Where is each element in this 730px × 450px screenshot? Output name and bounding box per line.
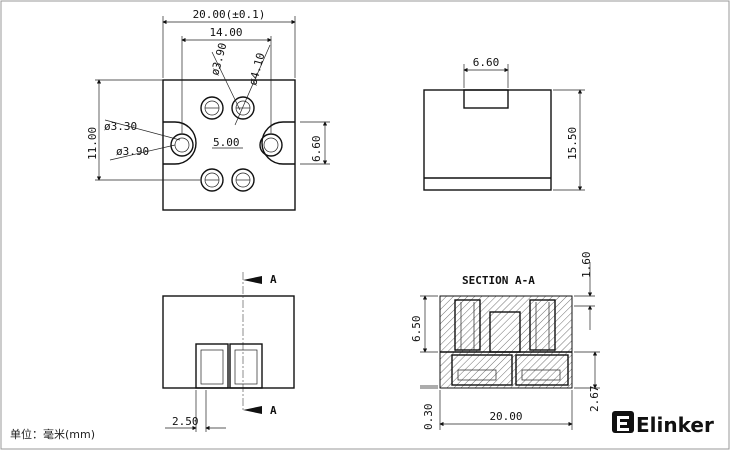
section-cavity-right (529, 299, 556, 351)
dim-screw-dia-b: ø4.10 (246, 51, 267, 86)
dim-side-height: 15.50 (566, 127, 579, 160)
dim-offset: 2.50 (172, 415, 199, 428)
screw-bottom-right (231, 168, 255, 192)
section-title: SECTION A-A (462, 274, 535, 287)
top-view: 20.00(±0.1) 14.00 ø3.90 ø4.10 11.00 ø3.3… (86, 8, 330, 211)
front-view: A A 2.50 (162, 272, 295, 432)
section-view: SECTION A-A 1.60 6.50 0.30 20.00 2.67 (410, 252, 601, 431)
screw-bottom-left (200, 168, 224, 192)
dim-hole-spacing: 14.00 (209, 26, 242, 39)
section-lower-cavity-left (451, 354, 513, 386)
dim-section-width: 20.00 (489, 410, 522, 423)
front-slot-right (229, 343, 263, 389)
unit-label: 单位：毫米(mm) (10, 427, 95, 441)
top-view-outline (162, 79, 296, 211)
screw-top-left (200, 96, 224, 120)
side-slot (463, 89, 509, 109)
front-slot-left (195, 343, 229, 389)
section-marker-bottom: A (270, 404, 277, 417)
left-mount-notch (163, 121, 197, 165)
right-mount-notch (261, 121, 295, 165)
right-mount-hole-inner (263, 137, 279, 153)
dim-mount-hole-inner: ø3.90 (116, 145, 149, 158)
side-view-outline (423, 89, 552, 191)
dim-height: 11.00 (86, 127, 99, 160)
dim-width: 20.00(±0.1) (193, 8, 266, 21)
elinker-logo-icon (612, 411, 634, 433)
brand-name: Elinker (636, 413, 714, 437)
section-body (439, 295, 573, 389)
section-lower-cavity-right (515, 354, 569, 386)
left-mount-hole-inner (174, 137, 190, 153)
dim-pitch: 5.00 (213, 136, 240, 149)
dim-slot-width: 6.60 (473, 56, 500, 69)
dim-base-thickness: 0.30 (422, 404, 435, 431)
dim-lower-height: 2.67 (588, 386, 601, 413)
right-mount-hole (259, 133, 283, 157)
dim-depth-top: 1.60 (580, 252, 593, 279)
dim-mount-hole-outer: ø3.30 (104, 120, 137, 133)
section-marker-top: A (270, 273, 277, 286)
left-mount-hole (170, 133, 194, 157)
screw-top-right (231, 96, 255, 120)
dim-upper-height: 6.50 (410, 316, 423, 343)
dim-mount-height: 6.60 (310, 136, 323, 163)
side-view: 6.60 15.50 (423, 56, 585, 191)
section-cavity-left (454, 299, 481, 351)
dim-screw-dia-a: ø3.90 (208, 41, 229, 76)
